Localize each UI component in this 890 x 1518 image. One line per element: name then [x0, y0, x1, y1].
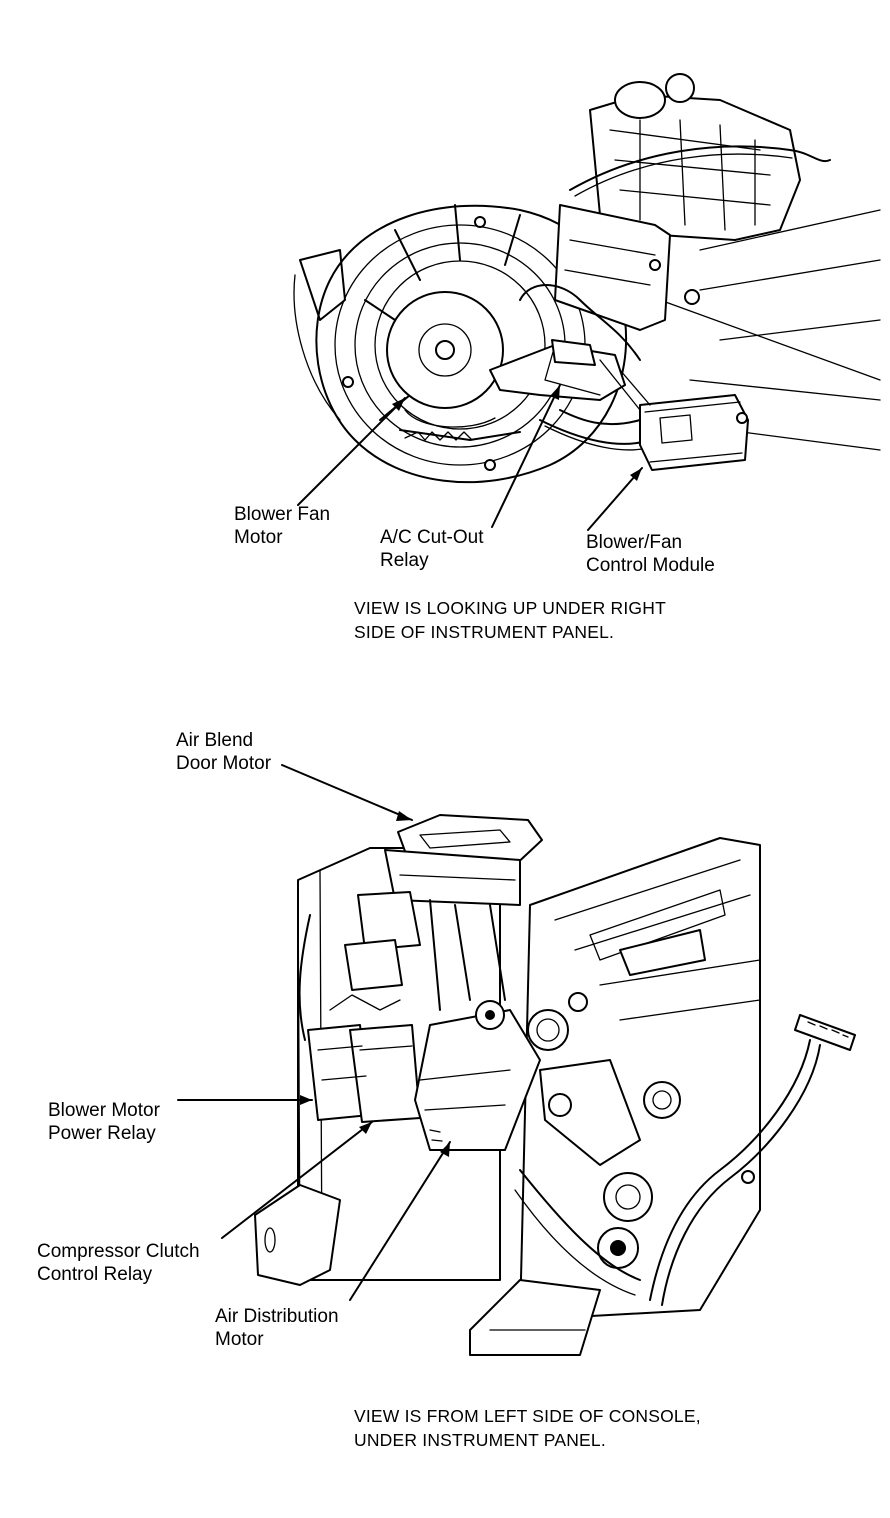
gear-right: [643, 1081, 681, 1119]
label-air-blend-door-motor-line2: Door Motor: [176, 753, 272, 774]
cap-fitting: [614, 81, 666, 119]
wire-harness-upper: [569, 145, 831, 191]
leader-air-distribution-motor: [349, 1141, 451, 1301]
label-ac-cutout-relay-line1: A/C Cut-Out: [380, 527, 484, 548]
label-air-blend-door-motor: Air Blend Door Motor: [176, 729, 271, 775]
leader-blower-fan-motor: [297, 397, 406, 506]
label-blower-fan-control-module-line1: Blower/Fan: [586, 532, 683, 553]
caption-diagram2-line2: UNDER INSTRUMENT PANEL.: [354, 1430, 606, 1450]
label-ac-cutout-relay-line2: Relay: [380, 550, 429, 571]
blower-control-module: [639, 394, 749, 471]
diagram2-illustration: [177, 764, 856, 1356]
caption-diagram1-line2: SIDE OF INSTRUMENT PANEL.: [354, 622, 615, 642]
label-blower-fan-motor-line2: Motor: [234, 527, 283, 548]
label-blower-fan-control-module: Blower/Fan Control Module: [586, 531, 715, 577]
label-air-distribution-motor-line2: Motor: [215, 1329, 264, 1350]
caption-diagram2-line1: VIEW IS FROM LEFT SIDE OF CONSOLE,: [354, 1406, 701, 1426]
label-blower-fan-motor-line1: Blower Fan: [234, 504, 331, 525]
gear-mid: [527, 1009, 569, 1051]
label-air-distribution-motor: Air Distribution Motor: [215, 1305, 339, 1351]
leader-ac-cutout-relay: [491, 384, 561, 528]
compressor-clutch-relay-body: [349, 1024, 421, 1123]
harness-connector: [794, 1014, 856, 1051]
label-compressor-clutch-control-relay-line2: Control Relay: [37, 1264, 153, 1285]
leader-compressor-clutch-relay: [221, 1121, 373, 1239]
label-blower-fan-control-module-line2: Control Module: [586, 555, 715, 576]
caption-diagram1-line1: VIEW IS LOOKING UP UNDER RIGHT: [354, 598, 666, 618]
relay-bracket: [554, 204, 671, 331]
label-air-blend-door-motor-line1: Air Blend: [176, 730, 254, 751]
label-compressor-clutch-control-relay: Compressor Clutch Control Relay: [37, 1240, 200, 1286]
air-distribution-motor-body: [414, 1009, 541, 1151]
label-blower-motor-power-relay-line2: Power Relay: [48, 1123, 156, 1144]
gear-lower: [603, 1172, 653, 1222]
label-ac-cutout-relay: A/C Cut-Out Relay: [380, 526, 483, 572]
leader-control-module: [587, 467, 643, 531]
label-compressor-clutch-control-relay-line1: Compressor Clutch: [37, 1241, 200, 1262]
upper-relay: [357, 891, 421, 951]
label-blower-motor-power-relay-line1: Blower Motor: [48, 1100, 160, 1121]
leader-air-blend-door-motor: [281, 764, 413, 821]
caption-diagram1: VIEW IS LOOKING UP UNDER RIGHT SIDE OF I…: [354, 596, 666, 644]
label-blower-motor-power-relay: Blower Motor Power Relay: [48, 1099, 160, 1145]
label-air-distribution-motor-line1: Air Distribution: [215, 1306, 339, 1327]
diagram1-illustration: [293, 73, 881, 531]
caption-diagram2: VIEW IS FROM LEFT SIDE OF CONSOLE, UNDER…: [354, 1404, 701, 1452]
label-blower-fan-motor: Blower Fan Motor: [234, 503, 330, 549]
